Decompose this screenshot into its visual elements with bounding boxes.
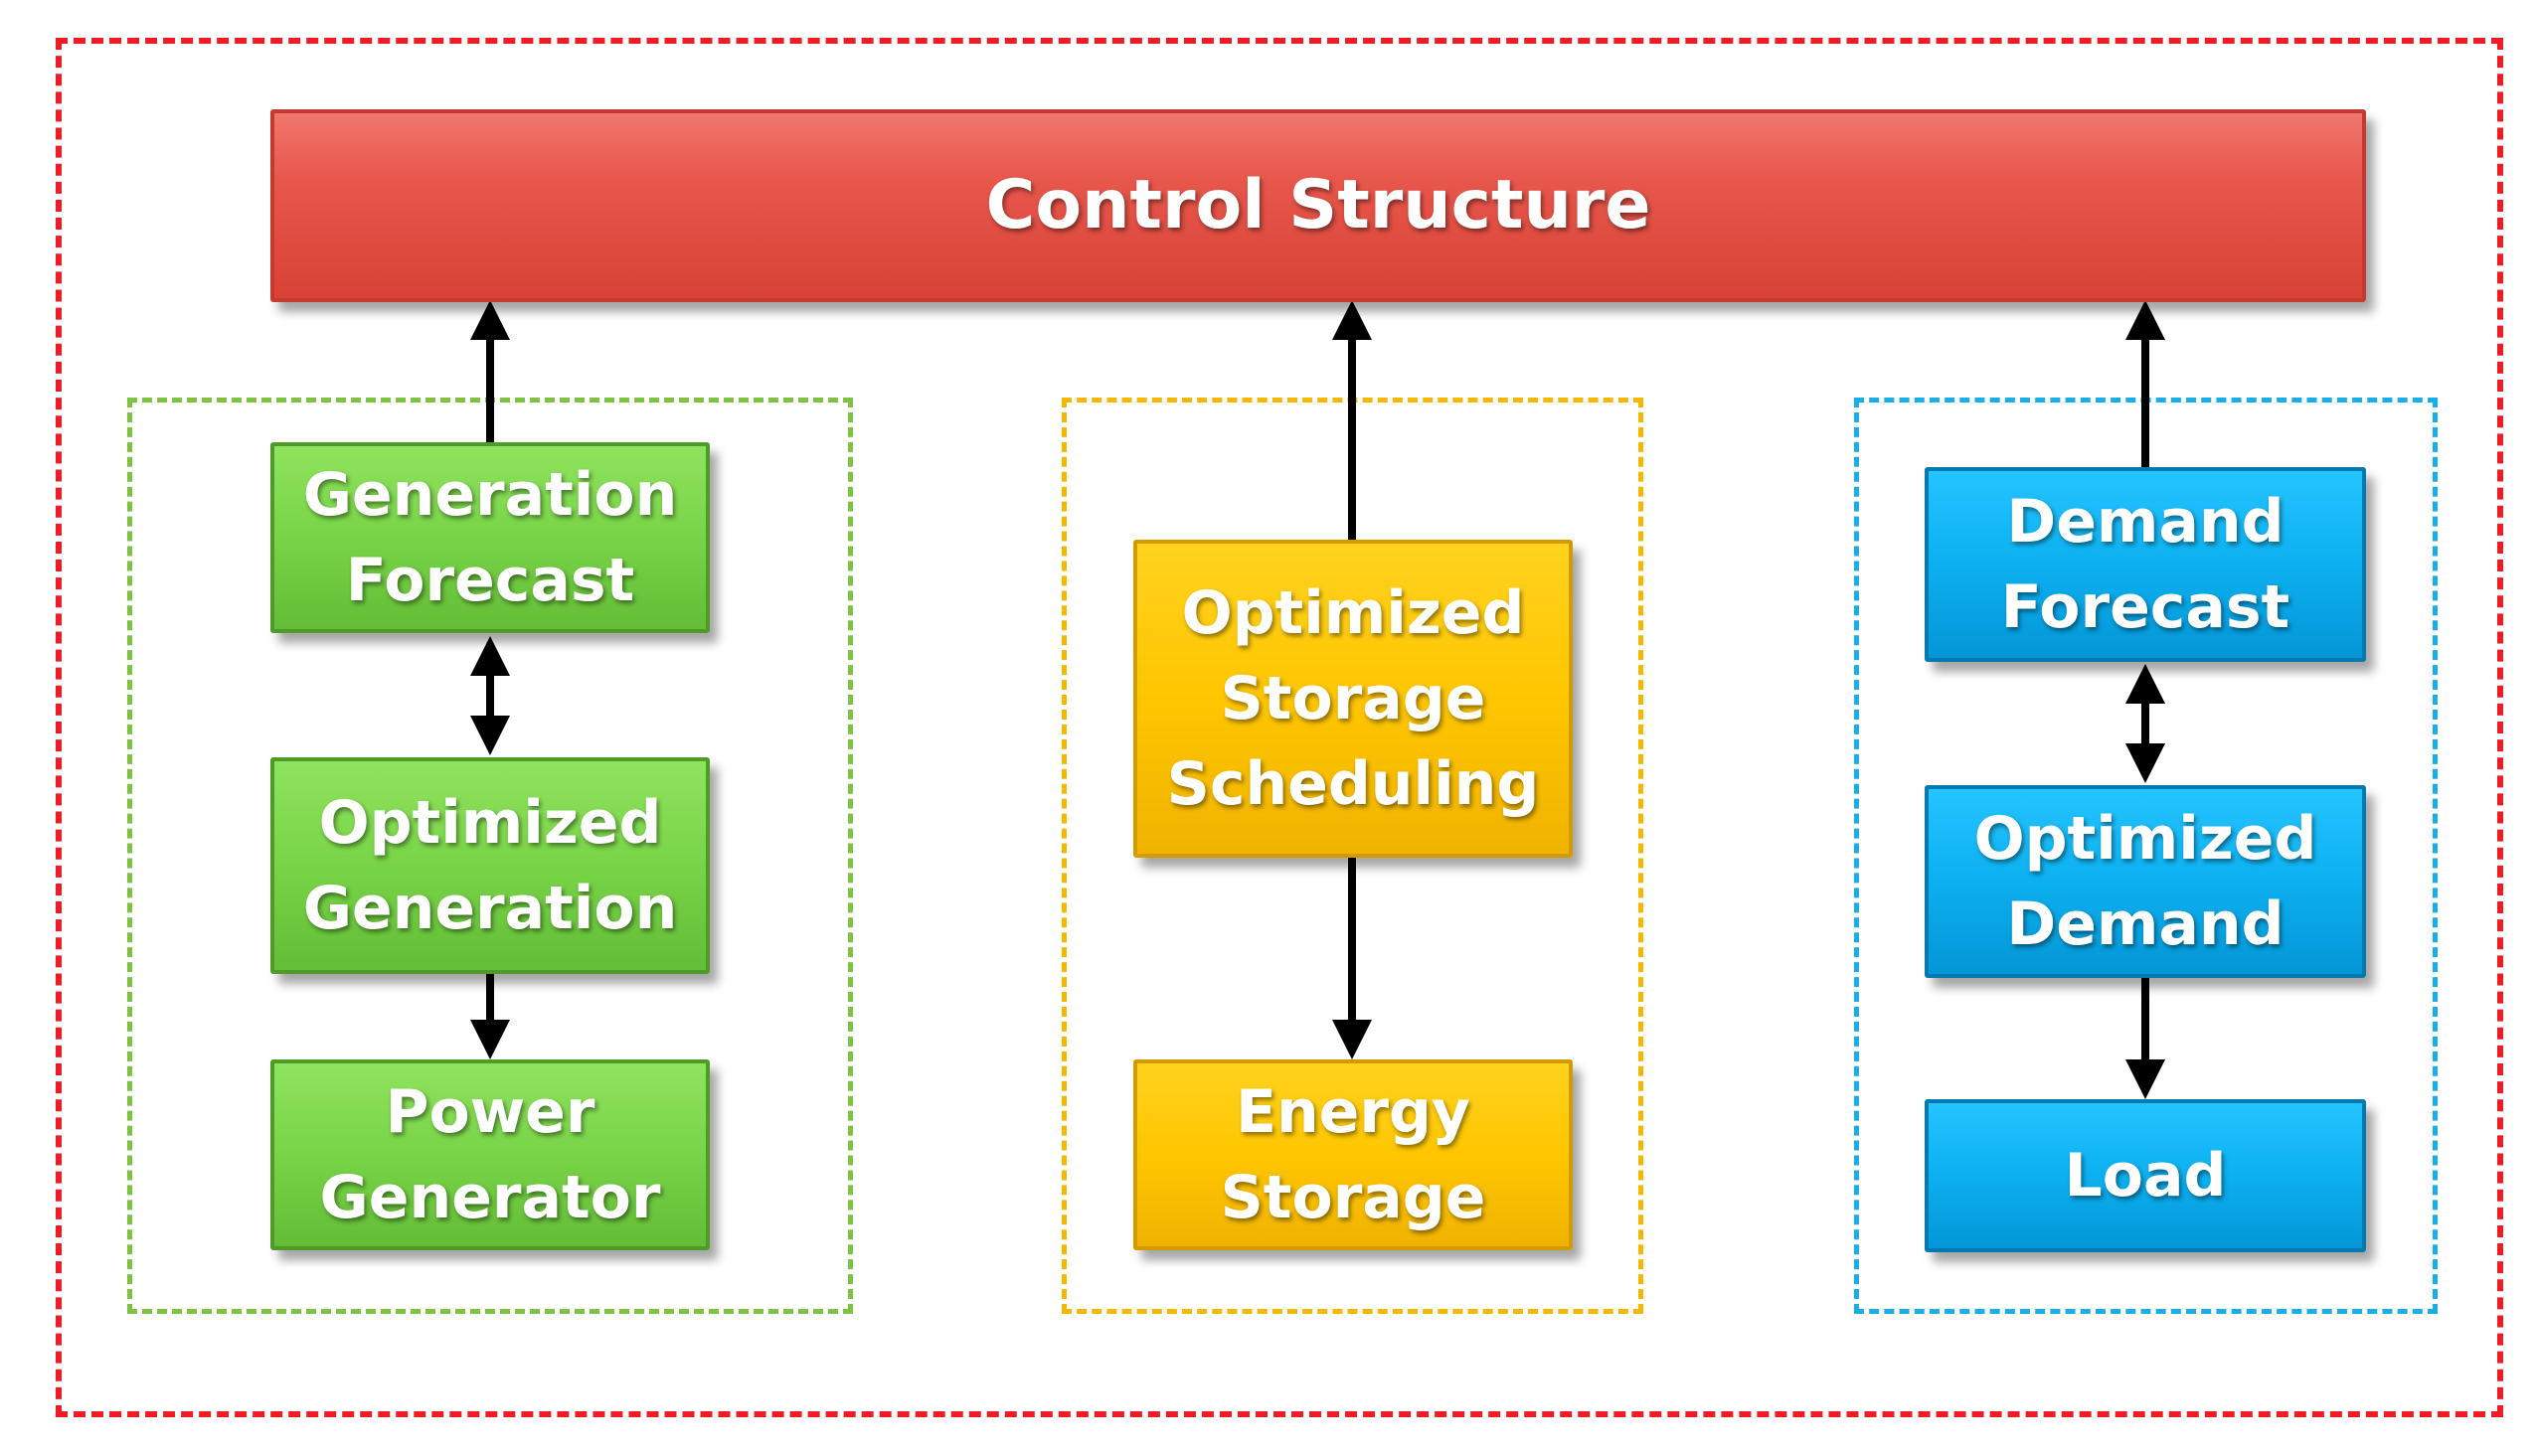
optimized-generation-label: Optimized Generation [302, 788, 678, 943]
power-generator-block: Power Generator [270, 1059, 710, 1250]
power-generator-label: Power Generator [319, 1077, 661, 1232]
optimized-demand-label: Optimized Demand [1973, 804, 2317, 959]
system-boundary-frame [56, 38, 2503, 1417]
optimized-demand-block: Optimized Demand [1925, 785, 2366, 978]
optimized-storage-scheduling-label: Optimized Storage Scheduling [1166, 578, 1540, 819]
demand-forecast-block: Demand Forecast [1925, 467, 2366, 662]
optimized-storage-scheduling-block: Optimized Storage Scheduling [1133, 540, 1573, 858]
generation-forecast-block: Generation Forecast [270, 442, 710, 633]
energy-storage-block: Energy Storage [1133, 1059, 1573, 1250]
control-structure-label: Control Structure [985, 166, 1651, 244]
demand-forecast-label: Demand Forecast [2000, 487, 2290, 642]
load-label: Load [2064, 1141, 2227, 1211]
generation-forecast-label: Generation Forecast [302, 460, 678, 615]
load-block: Load [1925, 1099, 2366, 1252]
optimized-generation-block: Optimized Generation [270, 757, 710, 974]
control-structure-block: Control Structure [270, 109, 2366, 302]
energy-storage-label: Energy Storage [1220, 1077, 1486, 1232]
